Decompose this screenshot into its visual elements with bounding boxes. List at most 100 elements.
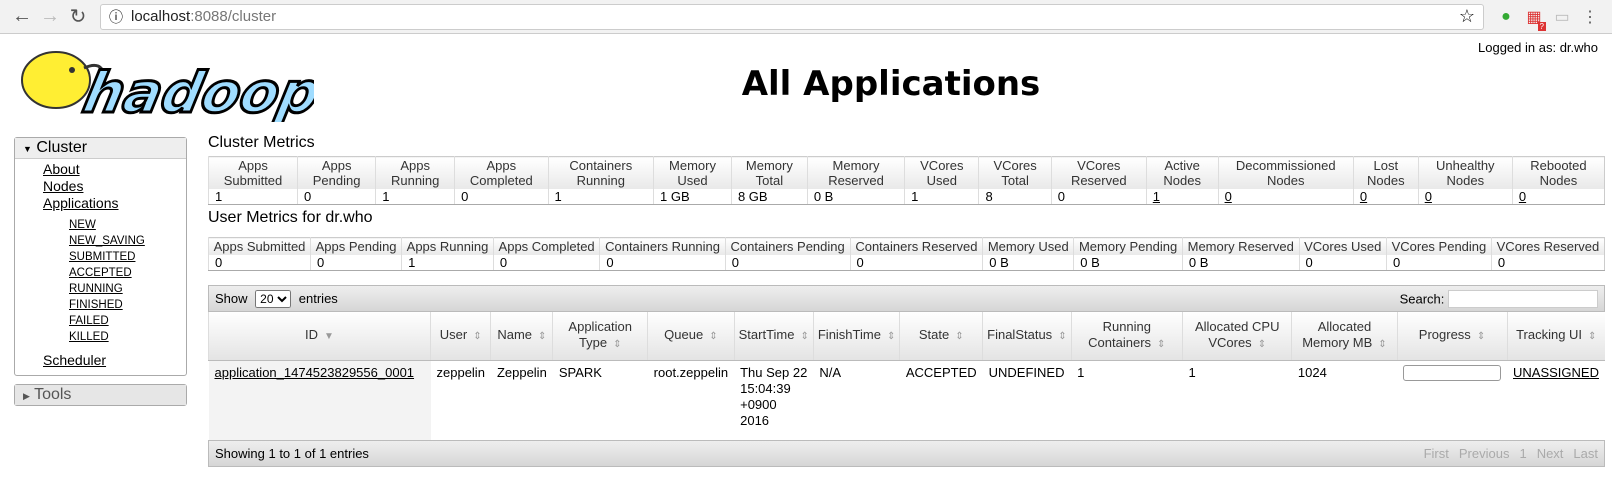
address-bar[interactable]: ⓘ localhost:8088/cluster ☆	[100, 3, 1484, 30]
svg-text:hadoop: hadoop	[78, 61, 314, 122]
metric-header: Containers Reserved	[849, 237, 983, 255]
info-icon[interactable]: ⓘ	[109, 8, 123, 25]
column-header-user[interactable]: User⇕	[429, 312, 491, 361]
metric-header: Apps Completed	[492, 237, 600, 255]
pager-1[interactable]: 1	[1519, 446, 1527, 461]
sidebar-item-about[interactable]: About	[43, 161, 80, 177]
sort-icon: ⇕	[800, 330, 809, 342]
login-status: Logged in as: dr.who	[1478, 40, 1598, 55]
sort-icon: ⇕	[1257, 338, 1267, 350]
sidebar-state-killed[interactable]: KILLED	[69, 331, 109, 343]
sort-icon: ⇕	[1588, 330, 1597, 342]
metric-value: 0	[599, 255, 726, 271]
sort-icon: ⇕	[709, 330, 718, 342]
column-header-queue[interactable]: Queue⇕	[647, 312, 735, 361]
sidebar-state-running[interactable]: RUNNING	[69, 283, 123, 295]
entries-select[interactable]: 20	[255, 289, 292, 308]
sidebar-item-nodes[interactable]: Nodes	[43, 178, 84, 194]
metric-header: VCores Reserved	[1050, 156, 1147, 189]
sidebar-state-accepted[interactable]: ACCEPTED	[69, 267, 132, 279]
header-label: Allocated Memory MB	[1302, 318, 1373, 350]
metric-header: Containers Pending	[724, 237, 851, 255]
forward-icon[interactable]: →	[40, 5, 60, 27]
header-label: Running Containers	[1088, 318, 1152, 350]
metric-value: 0 B	[806, 189, 905, 205]
pager-last[interactable]: Last	[1573, 446, 1598, 461]
metric-value: 1	[401, 255, 494, 271]
metric-header: Containers Running	[547, 156, 654, 189]
column-header-application-type[interactable]: Application Type⇕	[552, 312, 648, 361]
metric-link[interactable]: 0	[1518, 189, 1527, 204]
cell-user: zeppelin	[436, 364, 485, 380]
reload-icon[interactable]: ↻	[69, 6, 87, 28]
hadoop-logo: hadoop	[14, 40, 328, 127]
column-header-running-containers[interactable]: Running Containers⇕	[1070, 312, 1183, 361]
header-label: User	[439, 326, 468, 342]
metric-value: 0	[310, 255, 402, 271]
tracking-link[interactable]: UNASSIGNED	[1513, 364, 1599, 380]
search-input[interactable]	[1448, 289, 1598, 308]
column-header-allocated-memory-mb[interactable]: Allocated Memory MB ⇕	[1291, 312, 1397, 361]
cast-icon[interactable]: ▭	[1554, 8, 1570, 26]
sort-icon: ⇕	[955, 330, 964, 342]
column-header-name[interactable]: Name⇕	[490, 312, 553, 361]
back-icon[interactable]: ←	[12, 5, 32, 27]
metric-header: Memory Total	[730, 156, 808, 189]
cell-queue: root.zeppelin	[653, 364, 729, 380]
header-label: FinishTime	[817, 326, 881, 342]
metric-value: 0 B	[1073, 255, 1183, 271]
pager-previous[interactable]: Previous	[1458, 446, 1510, 461]
pager-next[interactable]: Next	[1536, 446, 1564, 461]
sort-icon: ⇕	[613, 338, 622, 350]
metric-value: 0	[1511, 189, 1605, 205]
page-title: All Applications	[741, 64, 1041, 104]
column-header-progress[interactable]: Progress⇕	[1396, 312, 1507, 361]
column-header-finalstatus[interactable]: FinalStatus⇕	[982, 312, 1072, 361]
metric-value: 0	[1417, 189, 1513, 205]
cell-type: SPARK	[558, 364, 602, 380]
column-header-finishtime[interactable]: FinishTime⇕	[812, 312, 900, 361]
star-icon[interactable]: ☆	[1458, 6, 1475, 26]
metric-header: Apps Pending	[310, 237, 402, 255]
metric-value: 1	[375, 189, 455, 205]
metric-header: Apps Completed	[454, 156, 549, 189]
sort-icon: ⇕	[1058, 330, 1067, 342]
sidebar-state-new[interactable]: NEW	[69, 219, 96, 231]
menu-icon[interactable]: ⋮	[1582, 8, 1598, 26]
metric-header: Memory Used	[982, 237, 1074, 255]
metric-value: 8 GB	[730, 189, 808, 205]
column-header-starttime[interactable]: StartTime⇕	[733, 312, 814, 361]
user-metrics-title: User Metrics for dr.who	[208, 209, 373, 226]
sidebar-state-submitted[interactable]: SUBMITTED	[69, 251, 136, 263]
sidebar-state-new_saving[interactable]: NEW_SAVING	[69, 235, 145, 247]
application-link[interactable]: application_1474523829556_0001	[214, 364, 415, 380]
cell-id: application_1474523829556_0001	[208, 360, 431, 440]
sidebar-state-failed[interactable]: FAILED	[69, 315, 109, 327]
sidebar-item-applications[interactable]: Applications	[43, 195, 119, 211]
tools-section[interactable]: ▶ Tools	[14, 384, 187, 406]
column-header-state[interactable]: State⇕	[899, 312, 983, 361]
metric-link[interactable]: 0	[1224, 189, 1232, 204]
sort-icon: ⇕	[1378, 338, 1387, 350]
metric-value: 1	[207, 189, 298, 205]
metric-header: Memory Pending	[1073, 237, 1183, 255]
metric-link[interactable]: 1	[1152, 189, 1160, 204]
hangouts-icon[interactable]: ●	[1501, 7, 1511, 25]
header-label: ID	[305, 326, 319, 342]
metric-link[interactable]: 0	[1424, 189, 1432, 204]
table-toolbar: Show 20 entries Search:	[208, 285, 1605, 312]
todoist-icon[interactable]: ▦?	[1526, 8, 1546, 31]
metric-header: Apps Running	[401, 237, 494, 255]
header-label: Tracking UI	[1516, 326, 1583, 342]
sidebar-item-scheduler[interactable]: Scheduler	[43, 352, 107, 368]
cluster-header[interactable]: ▼ Cluster	[15, 138, 186, 159]
column-header-id[interactable]: ID▼	[208, 312, 431, 361]
metric-link[interactable]: 0	[1359, 189, 1368, 204]
pager-first[interactable]: First	[1423, 446, 1449, 461]
column-header-tracking-ui[interactable]: Tracking UI ⇕	[1506, 312, 1605, 361]
column-header-allocated-cpu-vcores[interactable]: Allocated CPU VCores⇕	[1182, 312, 1292, 361]
sidebar-state-finished[interactable]: FINISHED	[69, 299, 123, 311]
metric-header: Active Nodes	[1145, 156, 1219, 189]
cell-progress	[1397, 360, 1507, 440]
metric-value: 8	[978, 189, 1052, 205]
